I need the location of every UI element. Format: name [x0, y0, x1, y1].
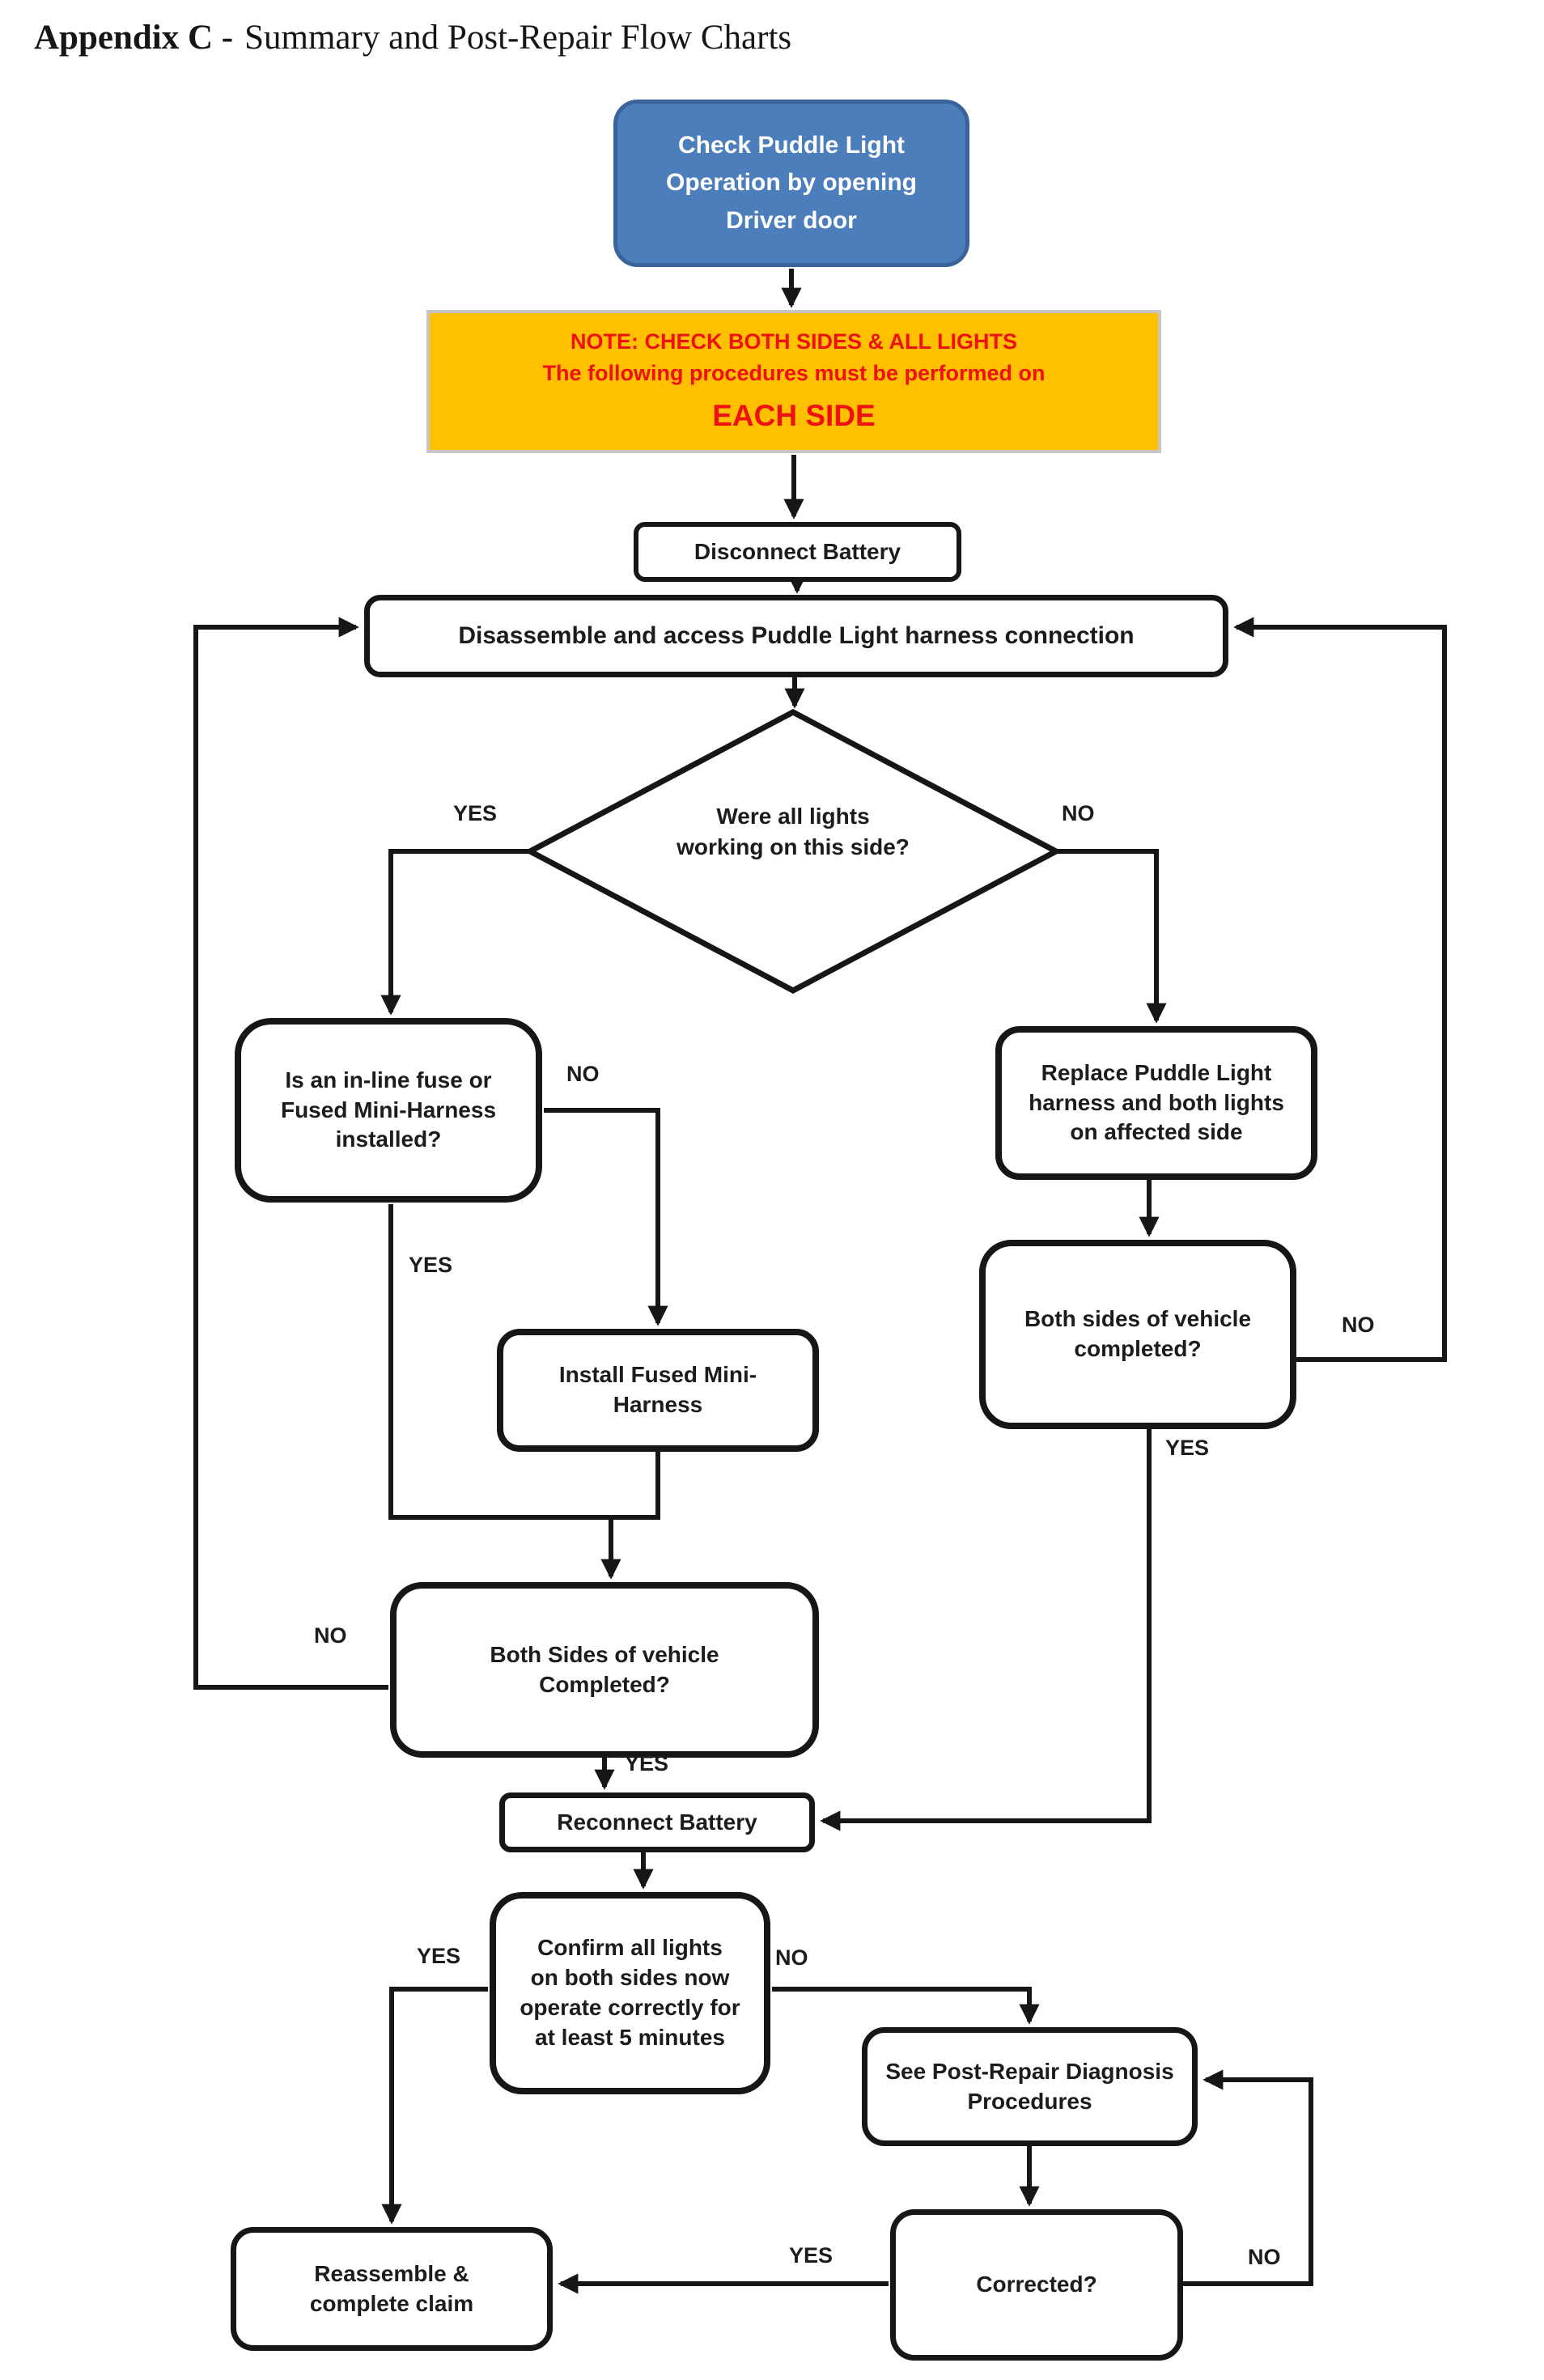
page-title: Appendix C - Summary and Post-Repair Flow… [34, 18, 791, 57]
node-replace-harness: Replace Puddle Light harness and both li… [995, 1026, 1317, 1180]
node-label: Completed? [539, 1671, 670, 1697]
edge-bothright-yes [820, 1429, 1152, 1831]
node-note-line: The following procedures must be perform… [542, 360, 1046, 385]
node-label: on affected side [1070, 1119, 1243, 1145]
node-label: Procedures [967, 2088, 1092, 2114]
label-both-right-yes: YES [1165, 1436, 1210, 1460]
node-note-line: NOTE: CHECK BOTH SIDES & ALL LIGHTS [570, 329, 1017, 354]
node-label: harness and both lights [1029, 1089, 1284, 1115]
node-label: installed? [335, 1126, 442, 1152]
label-decision-yes: YES [453, 801, 498, 825]
node-label: Install Fused Mini- [558, 1362, 757, 1388]
label-both-left-yes: YES [625, 1751, 669, 1775]
node-label: operate correctly for [520, 1995, 740, 2020]
node-start-line: Driver door [726, 206, 857, 234]
node-reassemble: Reassemble & complete claim [231, 2227, 553, 2351]
edge-fuse-no [544, 1108, 668, 1326]
node-label: Both sides of vehicle [1024, 1306, 1252, 1332]
node-label: Confirm all lights [537, 1935, 723, 1961]
edge-decision-no [1056, 849, 1167, 1024]
decision-line: side? [850, 834, 910, 859]
edge-bothleft-no-loop [193, 617, 388, 1690]
label-fuse-yes: YES [409, 1253, 453, 1277]
node-disassemble: Disassemble and access Puddle Light harn… [364, 595, 1228, 677]
edge-bothright-no-loop [1233, 617, 1447, 1362]
node-fuse-question: Is an in-line fuse or Fused Mini-Harness… [235, 1018, 542, 1203]
node-start-line: Check Puddle Light [677, 131, 906, 159]
label-confirm-no: NO [775, 1945, 808, 1970]
node-corrected: Corrected? [890, 2209, 1183, 2361]
edge-confirm-yes [381, 1987, 488, 2225]
page-title-prefix: Appendix C - [34, 19, 234, 57]
node-label: See Post-Repair Diagnosis [885, 2058, 1174, 2084]
node-install-harness: Install Fused Mini- Harness [497, 1329, 819, 1452]
node-start: Check Puddle Light Operation by opening … [613, 100, 969, 267]
decision-line: working on this [677, 834, 844, 859]
node-label: Disassemble and access Puddle Light harn… [458, 622, 1135, 650]
node-label: Is an in-line fuse or [285, 1067, 492, 1092]
node-reconnect-battery: Reconnect Battery [499, 1792, 815, 1852]
label-confirm-yes: YES [417, 1944, 461, 1968]
node-label: Fused Mini-Harness [280, 1097, 497, 1122]
label-fuse-no: NO [566, 1062, 600, 1086]
node-note: NOTE: CHECK BOTH SIDES & ALL LIGHTS The … [426, 310, 1161, 453]
edge-fuse-yes-collector [388, 1204, 660, 1520]
edge-decision-yes [380, 849, 530, 1016]
node-label: completed? [1074, 1336, 1202, 1361]
node-label: at least 5 minutes [535, 2024, 725, 2050]
node-start-line: Operation by opening [665, 169, 917, 197]
decision-line: Were all lights [716, 804, 870, 829]
node-label: Reconnect Battery [557, 1809, 757, 1835]
node-label: Corrected? [976, 2272, 1097, 2297]
edge-corrected-no-loop [1183, 2069, 1313, 2286]
decision-diamond-shape [524, 709, 1063, 994]
node-label: Replace Puddle Light [1041, 1059, 1272, 1085]
label-both-right-no: NO [1342, 1313, 1375, 1337]
node-note-line: EACH SIDE [712, 398, 876, 432]
node-both-sides-left: Both Sides of vehicle Completed? [390, 1582, 819, 1758]
node-label: Both Sides of vehicle [490, 1641, 719, 1667]
node-disconnect-battery: Disconnect Battery [634, 522, 961, 582]
label-corrected-no: NO [1248, 2245, 1281, 2269]
node-label: Reassemble & [314, 2260, 469, 2286]
node-label: complete claim [309, 2290, 474, 2316]
label-decision-no: NO [1062, 801, 1095, 825]
edge-confirm-no [772, 1987, 1040, 2025]
decision-lights-text: Were all lights working on this side? [672, 801, 914, 863]
label-corrected-yes: YES [789, 2243, 834, 2268]
node-label: on both sides now [530, 1965, 730, 1991]
label-both-left-no: NO [314, 1623, 347, 1648]
node-confirm-lights: Confirm all lights on both sides now ope… [490, 1892, 770, 2094]
node-label: Harness [613, 1392, 703, 1417]
page-title-text: Summary and Post-Repair Flow Charts [244, 19, 792, 57]
node-label: Disconnect Battery [694, 538, 901, 564]
node-see-post-repair: See Post-Repair Diagnosis Procedures [862, 2027, 1198, 2146]
node-both-sides-right: Both sides of vehicle completed? [979, 1240, 1296, 1429]
